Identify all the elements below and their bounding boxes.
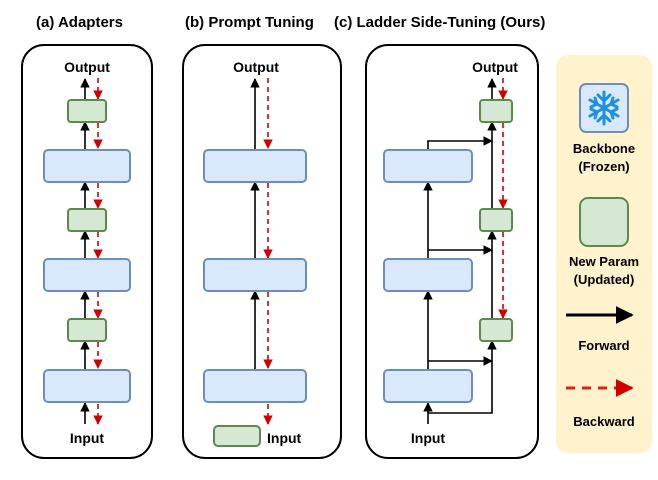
backbone-block [43,369,131,403]
legend-background [556,55,652,453]
panel-adapters-frame [21,44,153,459]
prompt-param-block [213,425,261,447]
panel-a-title: (a) Adapters [36,14,123,31]
adapters-input-label: Input [70,430,105,446]
ladder-lateral-arrow [427,136,493,150]
adapter-block [67,99,107,123]
legend-param-label: New Param [569,254,639,269]
legend-forward-label: Forward [578,338,629,353]
legend-backbone-label: Backbone [573,141,635,156]
backbone-block [383,258,473,292]
backbone-block [203,149,307,183]
ladder-input-label: Input [411,430,446,446]
panel-ladder-side-tuning: Output Input [365,44,539,459]
panel-c-title: (c) Ladder Side-Tuning (Ours) [334,14,545,31]
legend-backward-label: Backward [573,414,634,429]
backbone-block [203,369,307,403]
adapters-output-label: Output [64,59,110,75]
backbone-block [383,149,473,183]
ladder-output-label: Output [472,59,518,75]
legend: Backbone (Frozen) New Param (Updated) Fo… [556,55,652,453]
backbone-block [203,258,307,292]
adapter-block [67,208,107,232]
backbone-block [43,258,131,292]
panel-prompt-frame [182,44,342,459]
panel-prompt-tuning: Output Input [182,44,342,459]
panel-adapters: Output Input [21,44,153,459]
side-param-block [479,318,513,342]
prompt-input-label: Input [267,430,302,446]
backbone-block [43,149,131,183]
side-param-block [479,99,513,123]
prompt-output-label: Output [233,59,279,75]
side-param-block [479,208,513,232]
panel-b-title: (b) Prompt Tuning [185,14,314,31]
backbone-block [383,369,473,403]
legend-frozen-label: (Frozen) [578,159,629,174]
panel-ladder-frame [365,44,539,459]
legend-param-swatch [579,197,629,247]
snowflake-icon [588,90,620,126]
legend-updated-label: (Updated) [574,272,635,287]
adapter-block [67,318,107,342]
